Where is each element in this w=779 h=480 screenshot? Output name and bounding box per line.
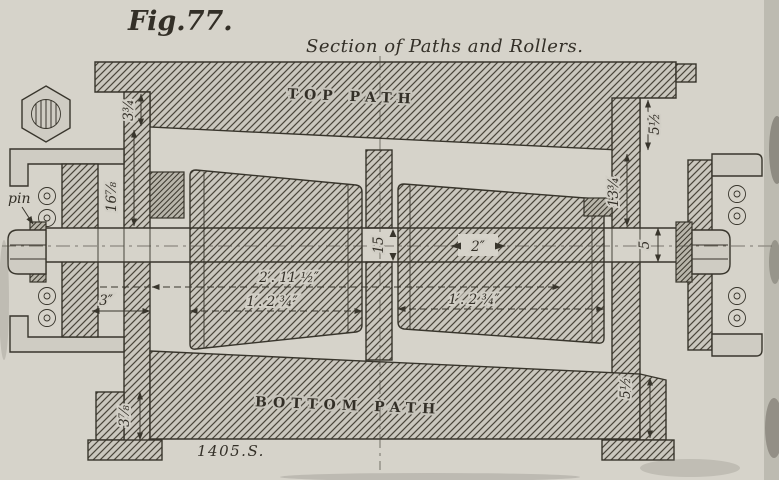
bottom-path-body: [149, 350, 641, 440]
right-top-angle: [711, 153, 763, 177]
center-spacer-lower: [365, 261, 393, 361]
dim-roller-step: 2″: [450, 234, 506, 257]
dim-center: 15: [369, 229, 397, 261]
dim-top-flange-left: 3¾: [119, 93, 145, 127]
dim-right-depth: 13¾: [604, 153, 631, 227]
pin-head: [7, 229, 47, 275]
top-path-body: [94, 61, 677, 152]
rivet: [728, 287, 746, 305]
pin-assembly: pin: [7, 191, 47, 283]
pin-label: pin: [8, 191, 30, 207]
left-roller-body: [189, 169, 363, 350]
dim-shaft-right: 5: [635, 227, 662, 263]
left-top-angle: [9, 148, 125, 187]
top-path-step: [675, 63, 697, 83]
left-stop-block: [149, 171, 185, 219]
rivet: [38, 309, 56, 327]
dim-foot-left-label: 3⅞: [117, 405, 133, 427]
dim-left-depth: 16⅞: [102, 129, 138, 227]
rivet: [38, 287, 56, 305]
rivet: [38, 187, 56, 205]
dim-left-depth-label: 16⅞: [104, 182, 120, 212]
dim-top-flange-right: 5½: [644, 99, 665, 151]
hex-nut-detail: [21, 85, 71, 143]
bolt-assembly: [675, 221, 731, 283]
center-spacer: [365, 149, 393, 361]
bottom-right-foot: [639, 373, 667, 441]
dim-roller-step-label: 2″: [470, 239, 485, 255]
dim-left-roller: 1′. 2 ¾″: [189, 292, 363, 315]
figure-title: Section of Paths and Rollers.: [306, 36, 583, 57]
dim-left-roller-label: 1′. 2 ¾″: [246, 294, 297, 310]
shaft-edges: [46, 227, 676, 263]
dim-foot-right-label: 5½: [618, 377, 634, 399]
dim-foot-right: 5½: [616, 375, 654, 439]
bolt-head: [691, 229, 731, 275]
rivet: [728, 207, 746, 225]
left-wall: [123, 91, 151, 446]
rivet: [728, 185, 746, 203]
dim-center-label: 15: [371, 236, 387, 253]
hex-nut-hatching: [35, 99, 57, 129]
bolt-washer: [675, 221, 693, 283]
dim-overall: 2′. 11 ½″: [100, 268, 561, 291]
dim-top-flange-right-label: 5½: [647, 113, 663, 135]
dim-foot-left: 3⅞: [115, 391, 144, 441]
rivet: [38, 209, 56, 227]
dim-shaft-right-label: 5: [637, 241, 653, 250]
figure-number-label: Fig.77.: [127, 6, 233, 37]
dim-halo: [458, 234, 498, 256]
dim-right-roller: 1′. 2 ¾″: [397, 290, 605, 313]
dim-right-roller-label: 1′. 2 ¾″: [448, 292, 499, 308]
dim-overall-label: 2′. 11 ½″: [258, 270, 319, 286]
right-bottom-angle: [711, 333, 763, 357]
center-spacer-upper: [365, 149, 393, 229]
dim-top-flange-left-label: 3¾: [121, 99, 137, 121]
bottom-left-pad: [87, 439, 163, 461]
right-stop-block: [583, 197, 613, 217]
right-roller-body: [397, 183, 605, 344]
dim-right-depth-label: 13¾: [606, 177, 622, 207]
left-roller: [189, 169, 363, 350]
bottom-left-foot: [95, 391, 125, 441]
top-path: TOP PATH: [94, 61, 697, 152]
bottom-right-pad: [601, 439, 675, 461]
bottom-path: BOTTOM PATH: [87, 350, 675, 461]
dim-pin-offset-label: 3″: [99, 293, 113, 309]
right-roller: [397, 183, 605, 344]
drawing-number: 1405.S.: [197, 442, 265, 460]
left-bottom-angle: [9, 315, 125, 353]
dim-pin-offset: 3″: [91, 291, 151, 315]
pin-leader-arrow: [21, 206, 34, 225]
rivet: [728, 309, 746, 327]
